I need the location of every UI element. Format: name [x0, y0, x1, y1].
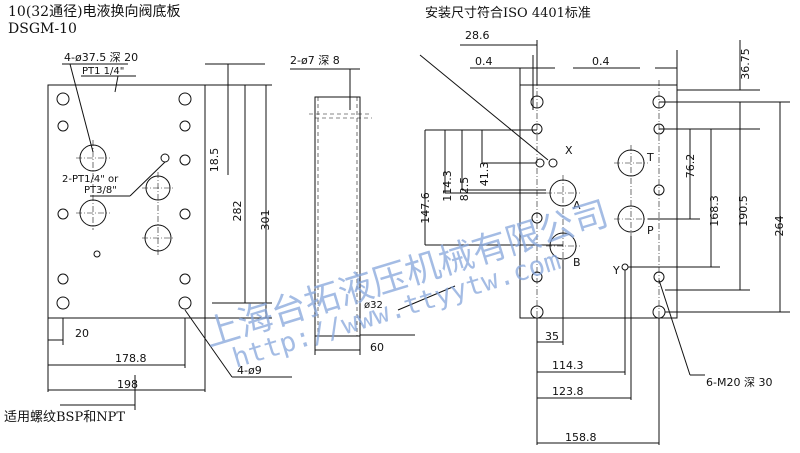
bolt-hole-label: 4-ø37.5 深 20: [64, 51, 139, 64]
left-small-holes: [57, 120, 191, 285]
port-p-label: P: [647, 224, 654, 237]
left-corner-holes: [56, 92, 192, 310]
dim-158-8: 158.8: [565, 431, 597, 444]
dim-147-6: 147.6: [419, 192, 432, 224]
dim-0-4-right: 0.4: [592, 55, 610, 68]
port-y-label: Y: [613, 264, 620, 277]
thread-note: 适用螺纹BSP和NPT: [4, 410, 125, 425]
dim-114-3-vertical: 114.3: [441, 170, 454, 202]
dim-190-5: 190.5: [737, 195, 750, 227]
drawing-title: 10(32通径)电液换向阀底板: [8, 4, 181, 20]
dim-18-5: 18.5: [208, 147, 221, 173]
dim-36-75: 36.75: [739, 48, 752, 80]
dim-282: 282: [231, 200, 244, 222]
side-plate-outline: [314, 96, 361, 337]
left-centerlines: [76, 140, 174, 255]
dim-35: 35: [545, 330, 559, 343]
dim-28-6: 28.6: [465, 29, 490, 42]
dim-76-2: 76.2: [684, 153, 697, 179]
dim-41-3: 41.3: [478, 161, 491, 187]
dim-198: 198: [117, 378, 138, 391]
dim-20: 20: [75, 327, 89, 340]
screw-hole-label: 6-M20 深 30: [706, 376, 773, 389]
dim-82-5: 82.5: [458, 176, 471, 202]
dim-32: ø32: [364, 300, 383, 311]
dim-178-8: 178.8: [115, 352, 147, 365]
port-x-label: X: [565, 144, 573, 157]
side-hole-label: 2-ø7 深 8: [290, 54, 340, 67]
mount-hole-label: 4-ø9: [237, 364, 262, 377]
side-hidden-lines: [309, 97, 372, 336]
dim-301: 301: [259, 209, 272, 231]
dim-60: 60: [370, 341, 384, 354]
port-b-label: B: [573, 256, 581, 269]
port-a-label: A: [573, 199, 581, 212]
model-number: DSGM-10: [8, 21, 77, 37]
pt-side-label: 2-PT1/4" or: [62, 174, 119, 185]
port-t-label: T: [647, 151, 654, 164]
dim-168-3: 168.3: [708, 195, 721, 227]
dim-264: 264: [773, 215, 786, 237]
pt-side-label-2: PT3/8": [84, 185, 117, 196]
left-plate-outline: [47, 84, 206, 319]
left-ports: [79, 144, 172, 258]
dim-114-3-horizontal: 114.3: [552, 359, 584, 372]
right-plate-outline: [519, 84, 678, 319]
dim-0-4-left: 0.4: [475, 55, 493, 68]
pt-top-label: PT1 1/4": [82, 66, 125, 77]
standard-note: 安装尺寸符合ISO 4401标准: [425, 6, 591, 21]
dim-123-8: 123.8: [552, 385, 584, 398]
right-centerlines: [536, 80, 660, 330]
